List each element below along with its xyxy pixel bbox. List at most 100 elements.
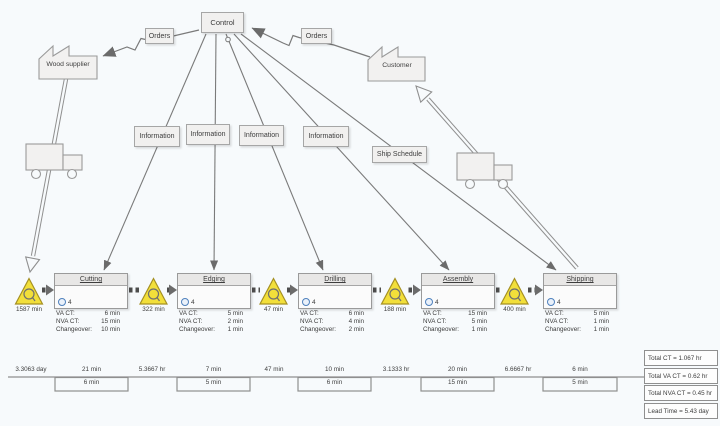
inventory-clock-glyphs bbox=[23, 288, 521, 302]
timeline-ladder bbox=[8, 376, 644, 392]
timeline-total-5: 6 min bbox=[572, 366, 588, 373]
inventory-label-3: 47 min bbox=[264, 305, 283, 313]
information-label-1: Information bbox=[139, 133, 175, 140]
va-ct-label: VA CT: bbox=[300, 310, 319, 317]
orders-right-node[interactable]: Orders bbox=[301, 28, 332, 44]
va-ct-label: VA CT: bbox=[179, 310, 198, 317]
process-edging-attrs: VA CT:5 min NVA CT:2 min Changeover:1 mi… bbox=[179, 310, 243, 335]
information-label-2: Information bbox=[190, 131, 226, 138]
timeline-total-3: 10 min bbox=[325, 366, 344, 373]
process-shipping-attrs: VA CT: 5 min NVA CT: 1 min Changeover: 1 mi… bbox=[545, 310, 609, 335]
customer-factory-icon[interactable] bbox=[367, 45, 426, 82]
timeline-wait-2: 5.3667 hr bbox=[138, 366, 166, 373]
nva-ct-value: 2 min bbox=[227, 318, 243, 326]
control-label: Control bbox=[210, 18, 235, 27]
changeover-label: Changeover: bbox=[56, 326, 93, 334]
timeline-total-1: 21 min bbox=[82, 366, 101, 373]
process-assembly[interactable]: Assembly 4 bbox=[421, 273, 495, 309]
process-edging[interactable]: Edging 4 bbox=[177, 273, 251, 309]
process-assembly-attrs: VA CT: 15 min NVA CT: 5 min Changeover: 1 m… bbox=[423, 310, 487, 335]
inventory-label-4: 188 min bbox=[383, 305, 407, 313]
process-title: Shipping bbox=[544, 274, 616, 286]
process-title: Assembly bbox=[422, 274, 494, 286]
push-arrow-heads bbox=[46, 284, 543, 296]
timeline-wait-3: 47 min bbox=[264, 366, 284, 373]
control-to-cutting-line bbox=[103, 33, 207, 271]
line-junction-dot bbox=[225, 36, 231, 43]
changeover-value: 10 min bbox=[101, 326, 120, 334]
wood-supplier-factory-icon[interactable] bbox=[38, 44, 98, 80]
changeover-value: 1 min bbox=[593, 326, 609, 334]
control-to-assembly-line bbox=[233, 33, 450, 271]
nva-ct-label: NVA CT: bbox=[423, 318, 447, 326]
va-ct-value: 15 min bbox=[468, 310, 487, 317]
process-cutting[interactable]: Cutting 4 bbox=[54, 273, 128, 309]
nva-ct-value: 5 min bbox=[471, 318, 487, 326]
process-shipping[interactable]: Shipping 4 bbox=[543, 273, 617, 309]
operator-count: 4 bbox=[191, 298, 195, 306]
operator-count: 4 bbox=[557, 298, 561, 306]
va-ct-value: 6 min bbox=[348, 310, 364, 317]
information-node-3[interactable]: Information bbox=[239, 125, 284, 146]
customer-truck-icon[interactable] bbox=[456, 152, 513, 190]
va-ct-label: VA CT: bbox=[423, 310, 442, 317]
orders-right-label: Orders bbox=[305, 32, 328, 40]
inventory-label-2: 322 min bbox=[142, 305, 165, 313]
process-title: Drilling bbox=[299, 274, 371, 286]
control-to-edging-line bbox=[210, 33, 219, 271]
nva-ct-value: 1 min bbox=[593, 318, 609, 326]
changeover-label: Changeover: bbox=[423, 326, 460, 334]
va-ct-value: 5 min bbox=[593, 310, 609, 317]
changeover-value: 1 min bbox=[227, 326, 243, 334]
orders-left-label: Orders bbox=[148, 32, 171, 40]
timeline-va-1: 6 min bbox=[83, 379, 100, 386]
timeline-wait-5: 6.6667 hr bbox=[504, 366, 532, 373]
control-node[interactable]: Control bbox=[201, 12, 244, 33]
orders-left-node[interactable]: Orders bbox=[145, 28, 174, 44]
information-node-1[interactable]: Information bbox=[134, 126, 180, 147]
ship-schedule-node[interactable]: Ship Schedule bbox=[372, 146, 427, 163]
operator-count: 4 bbox=[312, 298, 316, 306]
operator-icon bbox=[302, 298, 310, 306]
timeline-va-3: 6 min bbox=[326, 379, 343, 386]
information-node-2[interactable]: Information bbox=[186, 124, 230, 145]
process-title: Cutting bbox=[55, 274, 127, 286]
timeline-va-5: 5 min bbox=[572, 379, 588, 386]
timeline-va-4: 15 min bbox=[448, 379, 467, 386]
summary-total-va-ct: Total VA CT = 0.62 hr bbox=[644, 367, 718, 384]
operator-icon bbox=[547, 298, 555, 306]
summary-total-ct: Total CT = 1.067 hr bbox=[644, 350, 718, 366]
inventory-triangle-icons[interactable] bbox=[14, 277, 529, 305]
va-ct-label: VA CT: bbox=[56, 310, 75, 317]
timeline-total-4: 20 min bbox=[448, 366, 467, 373]
changeover-value: 1 min bbox=[471, 326, 487, 334]
operator-count: 4 bbox=[68, 298, 72, 306]
nva-ct-label: NVA CT: bbox=[545, 318, 569, 326]
nva-ct-value: 4 min bbox=[348, 318, 364, 326]
timeline-total-2: 7 min bbox=[205, 366, 222, 373]
operator-icon bbox=[425, 298, 433, 306]
process-drilling[interactable]: Drilling 4 bbox=[298, 273, 372, 309]
information-label-4: Information bbox=[308, 133, 344, 140]
inventory-label-5: 400 min bbox=[503, 305, 526, 313]
timeline-va-2: 5 min bbox=[205, 379, 222, 386]
inventory-label-1: 1587 min bbox=[16, 305, 42, 313]
customer-orders-to-control-arrow bbox=[251, 27, 371, 58]
control-to-drilling-line bbox=[225, 33, 324, 271]
process-title: Edging bbox=[178, 274, 250, 286]
information-node-4[interactable]: Information bbox=[303, 126, 349, 147]
operator-icon bbox=[181, 298, 189, 306]
va-ct-label: VA CT: bbox=[545, 310, 564, 317]
va-ct-value: 5 min bbox=[227, 310, 243, 317]
changeover-value: 2 min bbox=[348, 326, 364, 334]
information-label-3: Information bbox=[243, 132, 280, 139]
wood-supplier-label: Wood supplier bbox=[46, 61, 90, 68]
summary-lead-time: Lead Time = 5.43 day bbox=[644, 402, 718, 419]
va-ct-value: 6 min bbox=[104, 310, 120, 317]
timeline-wait-4: 3.1333 hr bbox=[382, 366, 410, 373]
changeover-label: Changeover: bbox=[545, 326, 582, 334]
supplier-truck-icon[interactable] bbox=[25, 143, 83, 180]
changeover-label: Changeover: bbox=[300, 326, 337, 334]
operator-icon bbox=[58, 298, 66, 306]
